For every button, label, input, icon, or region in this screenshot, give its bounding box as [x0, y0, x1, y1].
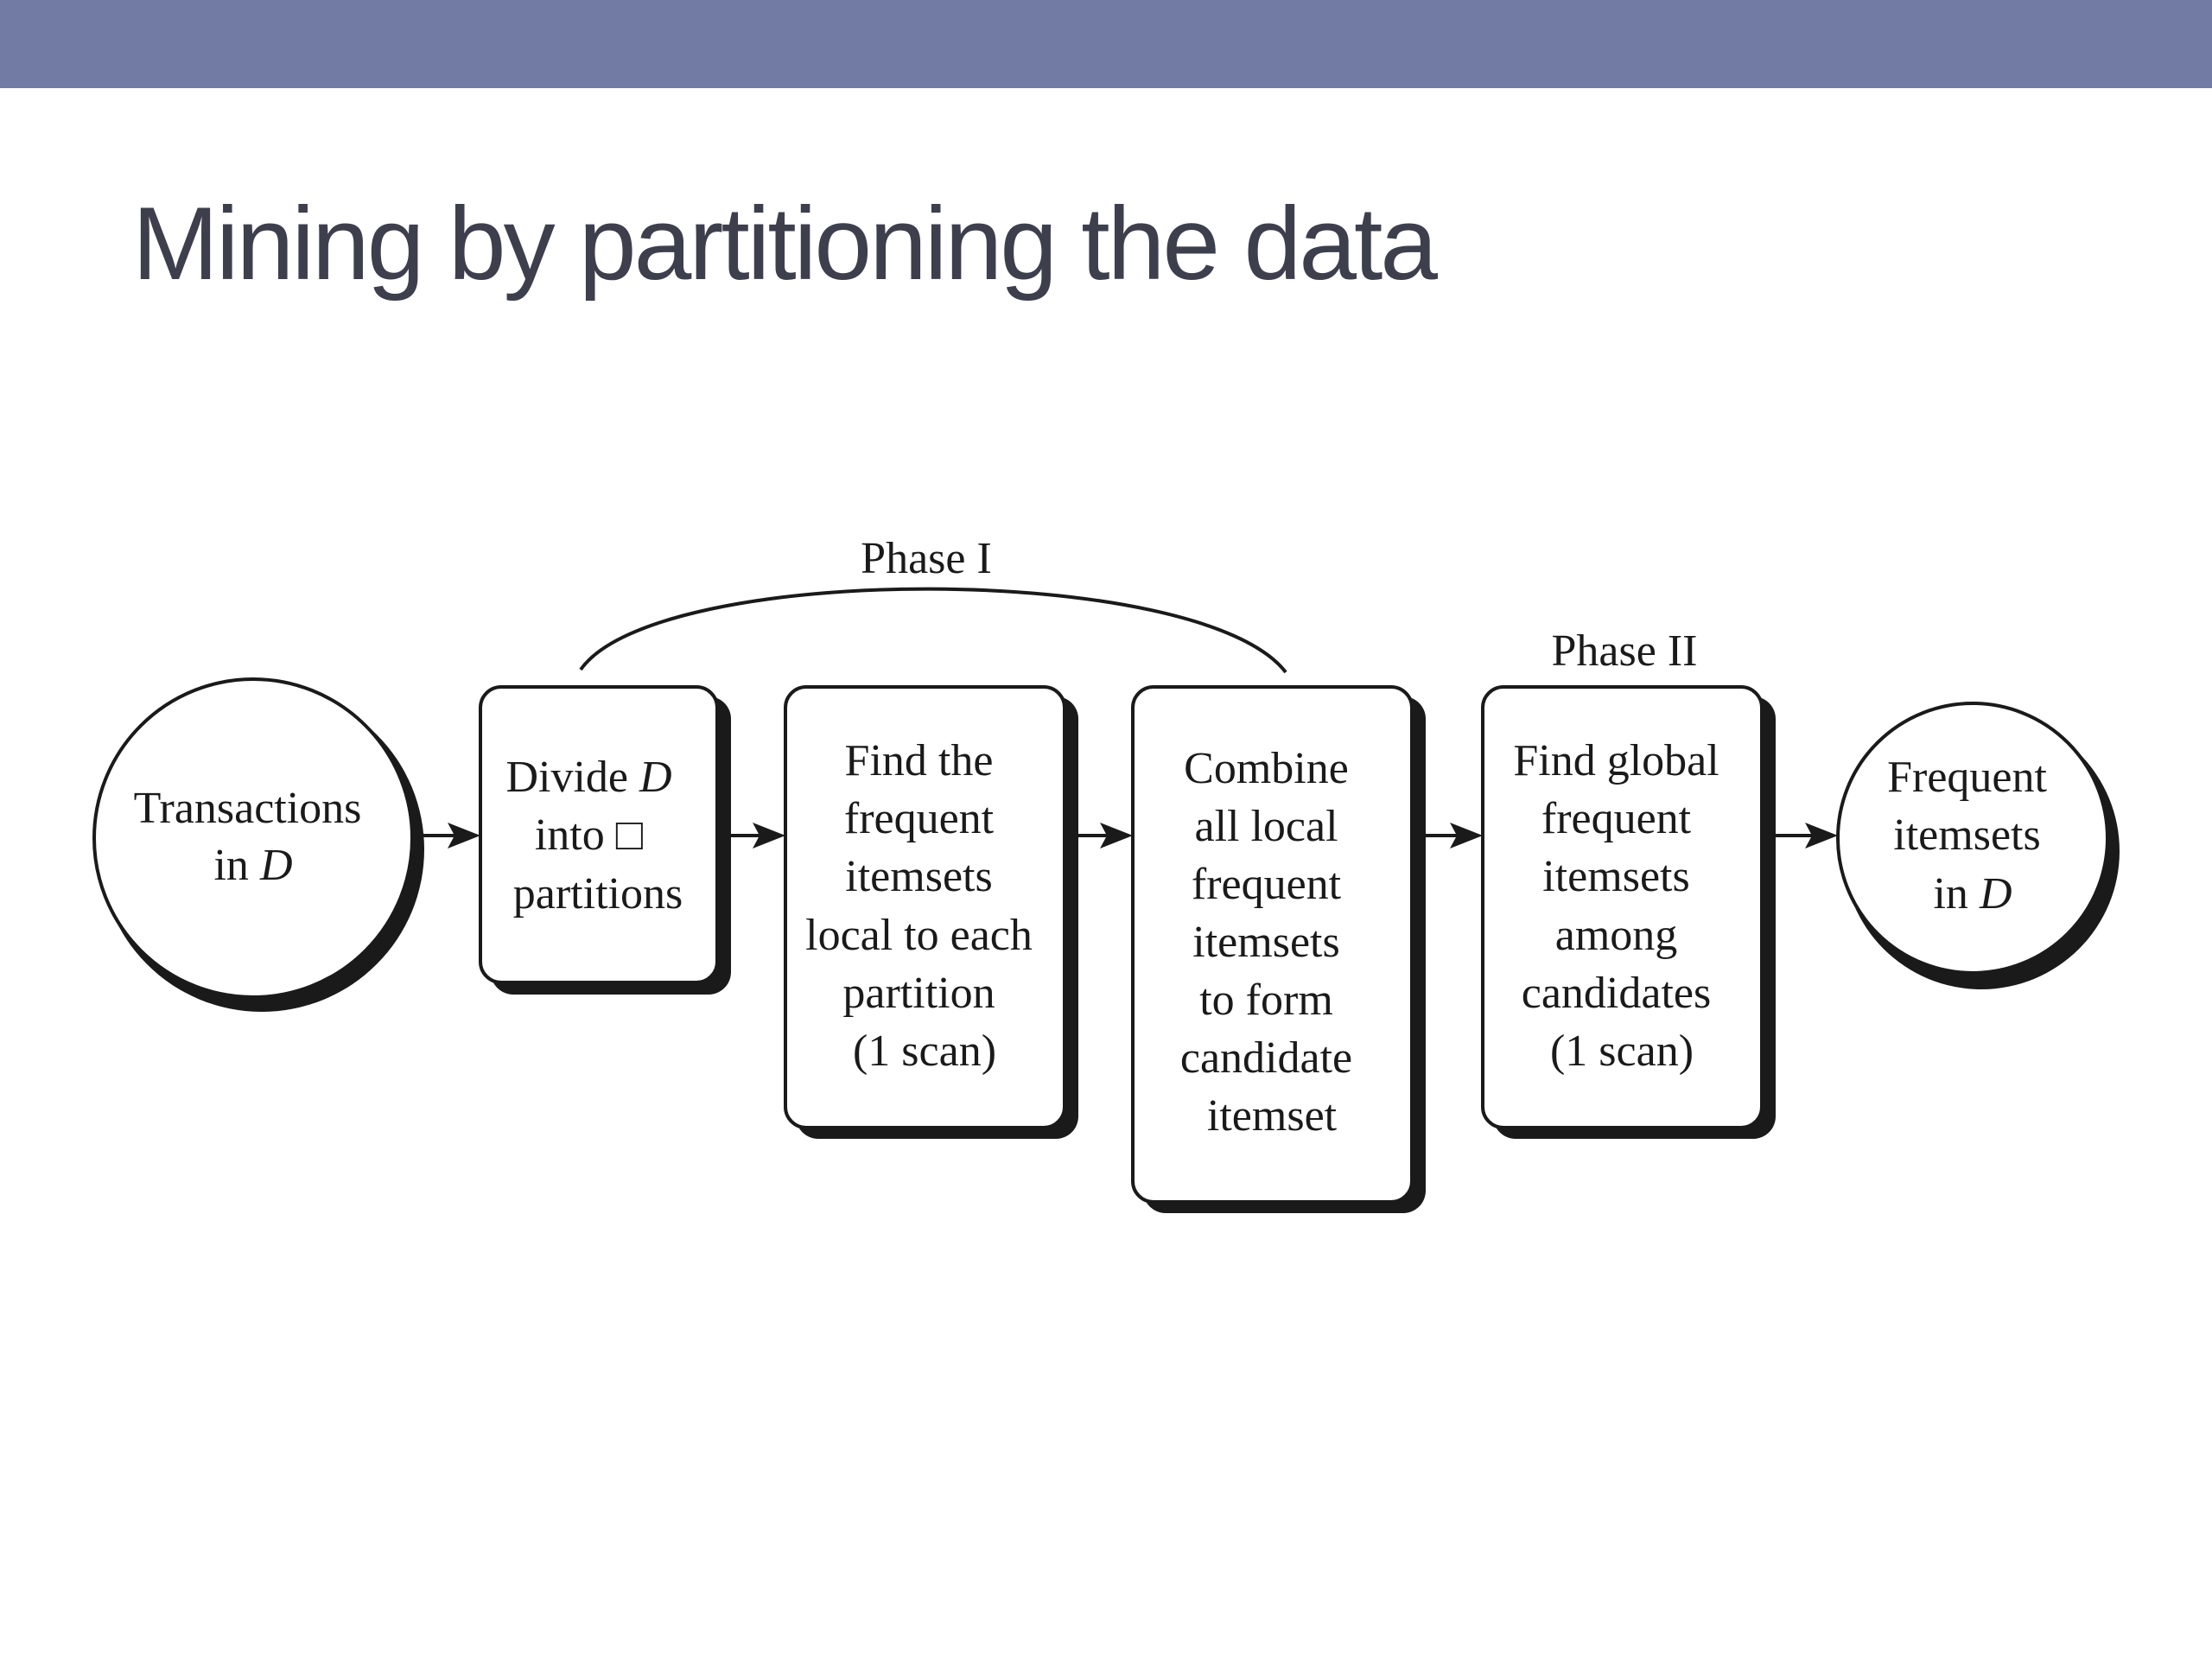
node-frequent-itemsets-shape: [1836, 702, 2109, 975]
node-global-frequent-line-1: Find global: [1513, 736, 1719, 785]
node-transactions-line-2: in D: [213, 841, 292, 890]
node-combine-line-5: to form: [1199, 976, 1333, 1025]
node-frequent-itemsets-line-3: in D: [1933, 869, 2012, 918]
node-local-frequent-line-3: itemsets: [845, 852, 992, 901]
arrow-combine-to-global: [1426, 823, 1483, 849]
node-divide-shape: [479, 685, 719, 984]
node-divide-line-3: partitions: [513, 869, 683, 918]
node-combine-shape: [1131, 685, 1414, 1204]
node-global-frequent-shape: [1481, 685, 1764, 1129]
node-frequent-itemsets-text: Frequent itemsets in D: [1887, 753, 2058, 918]
node-global-frequent-line-5: candidates: [1522, 969, 1711, 1018]
arrow-transactions-to-divide: [416, 823, 480, 849]
node-divide-line-2: into □: [535, 810, 644, 860]
phase-2-label: Phase II: [1552, 626, 1698, 676]
node-transactions-shape: [92, 677, 414, 999]
node-transactions-circle: [92, 677, 424, 1012]
node-local-frequent-shape: [784, 685, 1066, 1129]
node-global-frequent-line-3: itemsets: [1542, 852, 1689, 901]
node-combine-line-4: itemsets: [1192, 918, 1339, 967]
phase-1-label: Phase I: [861, 534, 992, 583]
arrow-local-to-combine: [1078, 823, 1133, 849]
node-combine-line-7: itemset: [1207, 1091, 1338, 1141]
node-frequent-itemsets-line-2: itemsets: [1893, 810, 2040, 860]
node-global-frequent-text: Find global frequent itemsets among cand…: [1513, 736, 1730, 1076]
arrow-divide-to-local: [731, 823, 785, 849]
node-combine-text: Combine all local frequent itemsets to f…: [1180, 744, 1363, 1141]
node-combine-line-1: Combine: [1184, 744, 1349, 793]
phase-1-bracket-arc: [579, 587, 1287, 674]
node-transactions-text: Transactions in D: [134, 784, 373, 890]
node-local-frequent-line-2: frequent: [844, 794, 995, 843]
node-divide-text: Divide D into □ partitions: [505, 753, 683, 918]
node-local-frequent-line-4: local to each: [805, 911, 1033, 960]
arrow-global-to-frequent: [1776, 823, 1838, 849]
node-frequent-itemsets-circle: [1836, 702, 2120, 989]
node-global-frequent-line-2: frequent: [1541, 794, 1692, 843]
node-local-frequent-line-5: partition: [842, 969, 995, 1018]
node-divide-line-1: Divide D: [505, 753, 671, 802]
node-local-frequent: [784, 685, 1078, 1139]
node-combine: [1131, 685, 1426, 1213]
node-divide: [479, 685, 731, 995]
node-local-frequent-line-1: Find the: [845, 736, 994, 785]
node-combine-line-3: frequent: [1192, 860, 1342, 909]
node-local-frequent-line-6: (1 scan): [853, 1027, 996, 1076]
node-local-frequent-text: Find the frequent itemsets local to each…: [805, 736, 1044, 1076]
top-accent-bar: [0, 0, 2212, 88]
slide-title: Mining by partitioning the data: [132, 186, 1438, 302]
node-global-frequent: [1481, 685, 1776, 1139]
node-global-frequent-line-6: (1 scan): [1550, 1027, 1694, 1076]
node-combine-line-2: all local: [1194, 802, 1338, 851]
node-transactions-line-1: Transactions: [134, 784, 362, 833]
node-frequent-itemsets-line-1: Frequent: [1887, 753, 2047, 802]
node-combine-line-6: candidate: [1180, 1033, 1352, 1083]
node-global-frequent-line-4: among: [1555, 911, 1678, 960]
